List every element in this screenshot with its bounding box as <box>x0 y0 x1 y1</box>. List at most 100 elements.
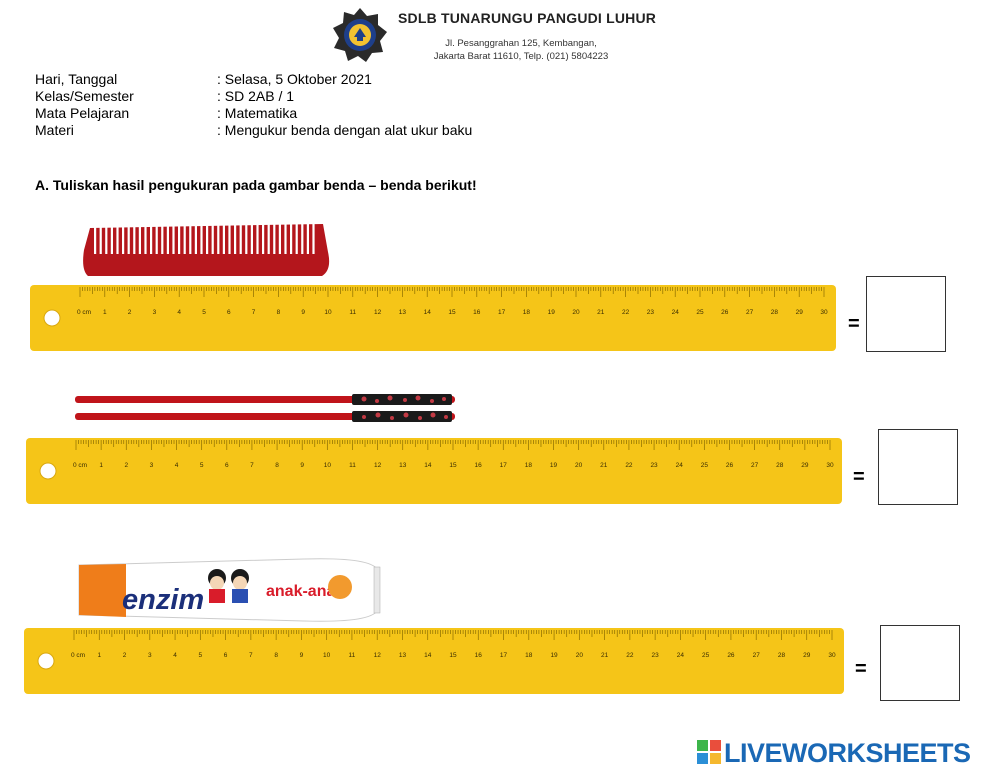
info-label: Mata Pelajaran <box>35 105 130 121</box>
ruler-tick-label: 22 <box>625 462 633 469</box>
ruler-tick-label: 25 <box>696 309 704 316</box>
ruler-tick-label: 18 <box>523 309 531 316</box>
ruler-tick-label: 25 <box>701 462 709 469</box>
ruler-tick-label: 7 <box>250 462 254 469</box>
answer-box[interactable] <box>878 429 958 505</box>
ruler-tick-label: 29 <box>801 462 809 469</box>
ruler-tick-label: 12 <box>374 652 382 659</box>
ruler-tick-label: 19 <box>550 652 558 659</box>
ruler-tick-label: 15 <box>449 652 457 659</box>
ruler-tick-label: 28 <box>776 462 784 469</box>
info-value: : Matematika <box>217 105 298 121</box>
ruler-tick-label: 19 <box>550 462 558 469</box>
address-line-1: Jl. Pesanggrahan 125, Kembangan, <box>445 38 597 49</box>
ruler-tick-label: 7 <box>252 309 256 316</box>
comb-image <box>78 222 334 285</box>
ruler-tick-label: 10 <box>324 462 332 469</box>
answer-box[interactable] <box>880 625 960 701</box>
ruler-tick-label: 17 <box>500 652 508 659</box>
ruler-tick-label: 8 <box>277 309 281 316</box>
liveworksheets-icon <box>697 740 721 764</box>
ruler-tick-label: 4 <box>177 309 181 316</box>
ruler-tick-label: 3 <box>150 462 154 469</box>
ruler-tick-label: 10 <box>323 652 331 659</box>
ruler-tick-label: 26 <box>726 462 734 469</box>
ruler-tick-label: 9 <box>300 652 304 659</box>
ruler-hole <box>37 652 55 670</box>
info-value: : Selasa, 5 Oktober 2021 <box>217 71 372 87</box>
ruler-tick-label: 28 <box>778 652 786 659</box>
brand-text: LIVEWORKSHEETS <box>724 738 971 768</box>
ruler-tick-label: 15 <box>448 309 456 316</box>
info-value: : Mengukur benda dengan alat ukur baku <box>217 122 473 138</box>
question-heading: A. Tuliskan hasil pengukuran pada gambar… <box>35 177 477 193</box>
ruler-tick-label: 24 <box>676 462 684 469</box>
ruler-tick-label: 30 <box>820 309 828 316</box>
ruler-tick-label: 13 <box>399 309 407 316</box>
toothpaste-subbrand: anak-anak <box>266 583 344 600</box>
ruler-tick-label: 14 <box>424 462 432 469</box>
ruler-tick-label: 5 <box>202 309 206 316</box>
ruler-tick-label: 8 <box>275 462 279 469</box>
ruler-tick-label: 18 <box>525 462 533 469</box>
equals-sign: = <box>848 313 860 335</box>
ruler-tick-label: 1 <box>103 309 107 316</box>
ruler-tick-label: 9 <box>300 462 304 469</box>
ruler-tick-label: 24 <box>672 309 680 316</box>
address-line-2: Jakarta Barat 11610, Telp. (021) 5804223 <box>433 51 609 62</box>
ruler-tick-label: 22 <box>622 309 630 316</box>
ruler-tick-label: 2 <box>124 462 128 469</box>
ruler-tick-label: 22 <box>626 652 634 659</box>
ruler-tick-label: 3 <box>153 309 157 316</box>
ruler-tick-label: 27 <box>753 652 761 659</box>
ruler-tick-label: 5 <box>200 462 204 469</box>
ruler-tick-label: 27 <box>746 309 754 316</box>
ruler-tick-label: 13 <box>399 652 407 659</box>
ruler-tick-label: 24 <box>677 652 685 659</box>
ruler-tick-label: 20 <box>572 309 580 316</box>
ruler-tick-label: 8 <box>274 652 278 659</box>
school-name: SDLB TUNARUNGU PANGUDI LUHUR <box>398 10 657 26</box>
ruler-tick-label: 1 <box>99 462 103 469</box>
chopsticks-image <box>72 390 457 435</box>
toothpaste-image: enzim anak-anak <box>74 551 384 632</box>
ruler-tick-label: 16 <box>475 652 483 659</box>
ruler-tick-label: 26 <box>721 309 729 316</box>
ruler-tick-label: 16 <box>473 309 481 316</box>
ruler-tick-label: 6 <box>224 652 228 659</box>
ruler-tick-label: 20 <box>575 462 583 469</box>
ruler-tick-label: 16 <box>475 462 483 469</box>
ruler-tick-label: 1 <box>97 652 101 659</box>
ruler-hole <box>39 462 57 480</box>
ruler-tick-label: 12 <box>374 462 382 469</box>
ruler-tick-label: 15 <box>449 462 457 469</box>
equals-sign: = <box>855 658 867 680</box>
school-crest-icon <box>330 6 390 64</box>
info-label: Hari, Tanggal <box>35 71 118 87</box>
ruler-tick-label: 12 <box>374 309 382 316</box>
ruler-tick-label: 14 <box>424 309 432 316</box>
ruler-unit-label: 0 cm <box>71 652 85 659</box>
ruler-tick-label: 23 <box>650 462 658 469</box>
info-label: Materi <box>35 122 74 138</box>
ruler-tick-label: 10 <box>324 309 332 316</box>
ruler-tick-label: 29 <box>803 652 811 659</box>
ruler-hole <box>43 309 61 327</box>
ruler-tick-label: 6 <box>225 462 229 469</box>
ruler-tick-label: 3 <box>148 652 152 659</box>
ruler-tick-label: 25 <box>702 652 710 659</box>
ruler-tick-label: 20 <box>576 652 584 659</box>
ruler-tick-label: 26 <box>727 652 735 659</box>
ruler-tick-label: 29 <box>796 309 804 316</box>
answer-box[interactable] <box>866 276 946 352</box>
ruler-tick-label: 14 <box>424 652 432 659</box>
ruler-tick-label: 4 <box>175 462 179 469</box>
ruler-tick-label: 11 <box>349 652 356 659</box>
ruler-tick-label: 23 <box>647 309 655 316</box>
ruler-tick-label: 7 <box>249 652 253 659</box>
ruler-tick-label: 9 <box>301 309 305 316</box>
ruler-tick-label: 28 <box>771 309 779 316</box>
equals-sign: = <box>853 466 865 488</box>
